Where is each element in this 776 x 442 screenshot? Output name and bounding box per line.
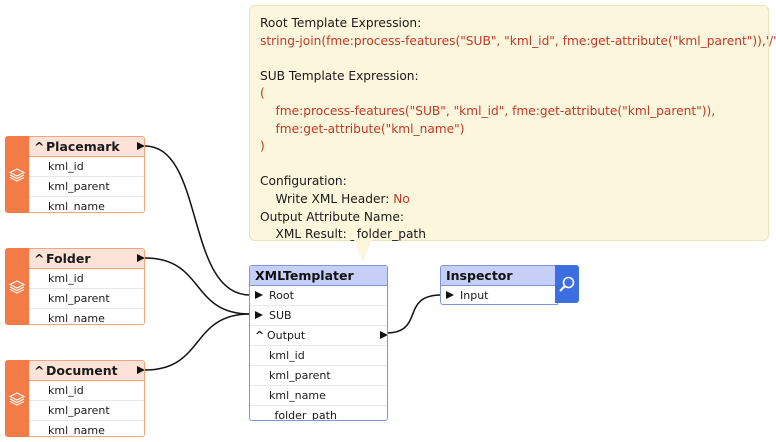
annotation-expression: string-join(fme:process-features("SUB", … [260, 33, 776, 48]
attribute-row: kml_parent [29, 289, 144, 309]
reader-header[interactable]: ^Folder [29, 249, 144, 269]
reader-placemark[interactable]: ^Placemark kml_id kml_parent kml_name [5, 136, 145, 213]
magnifier-icon [559, 276, 575, 292]
layers-icon [9, 279, 25, 294]
annotation-line: Root Template Expression: [260, 15, 758, 33]
reader-title: Folder [46, 251, 91, 266]
annotation-line: string-join(fme:process-features("SUB", … [260, 33, 776, 51]
layers-icon [9, 167, 25, 182]
output-port-arrow-icon[interactable] [137, 142, 144, 150]
wire-folder-to-sub [144, 257, 251, 315]
annotation-text: SUB Template Expression: [260, 68, 419, 83]
output-port[interactable]: ^Output [250, 326, 387, 346]
annotation-line: fme:get-attribute("kml_name") [260, 121, 758, 139]
annotation-text: Root Template Expression: [260, 16, 422, 30]
reader-side-bar [5, 360, 29, 437]
collapse-caret-icon[interactable]: ^ [34, 251, 45, 266]
attribute-row: kml_id [29, 157, 144, 177]
transformer-title[interactable]: Inspector [441, 266, 557, 286]
attribute-row: kml_parent [29, 177, 144, 197]
annotation-line: fme:process-features("SUB", "kml_id", fm… [260, 103, 758, 121]
attribute-row: kml_parent [29, 401, 144, 421]
input-port-arrow-icon [446, 291, 454, 299]
annotation-text: Output Attribute Name: [260, 209, 404, 224]
annotation-line: Output Attribute Name: [260, 209, 758, 227]
input-port-input[interactable]: Input [441, 286, 557, 304]
wire-output-to-inspector [385, 294, 442, 334]
reader-side-bar [5, 248, 29, 325]
annotation-line: ( [260, 85, 758, 103]
attribute-row: kml_name [48, 312, 105, 325]
layers-icon [9, 391, 25, 406]
reader-header[interactable]: ^Document [29, 361, 144, 381]
transformer-title[interactable]: XMLTemplater [250, 266, 387, 286]
attribute-row: kml_name [48, 424, 105, 437]
input-port-arrow-icon [255, 291, 263, 299]
wire-document-to-sub [144, 313, 251, 371]
annotation-text: XML Result: _folder_path [260, 227, 426, 242]
reader-folder[interactable]: ^Folder kml_id kml_parent kml_name [5, 248, 145, 325]
output-port-arrow-icon[interactable] [137, 254, 144, 262]
annotation-line: SUB Template Expression: [260, 68, 758, 86]
annotation-expression: fme:process-features("SUB", "kml_id", fm… [260, 103, 716, 118]
xmltemplater-transformer[interactable]: XMLTemplater Root SUB ^Output kml_id kml… [249, 265, 388, 421]
attribute-row: kml_name [48, 200, 105, 213]
annotation-expression: ) [260, 139, 265, 154]
annotation-box[interactable]: Root Template Expression: string-join(fme… [249, 5, 776, 244]
annotation-expression: fme:get-attribute("kml_name") [260, 121, 465, 136]
attribute-row: kml_id [250, 346, 387, 366]
wire-placemark-to-root [144, 145, 251, 296]
annotation-line: Write XML Header: No [260, 191, 758, 209]
collapse-caret-icon[interactable]: ^ [34, 363, 45, 378]
annotation-line: ) [260, 138, 758, 156]
inspector-icon-panel[interactable] [555, 265, 579, 303]
attribute-row: kml_parent [250, 366, 387, 386]
attribute-row: kml_id [29, 269, 144, 289]
annotation-text: Write XML Header: [260, 191, 394, 206]
annotation-line: Configuration: [260, 173, 758, 191]
attribute-row: kml_id [29, 381, 144, 401]
reader-title: Placemark [46, 139, 120, 154]
attribute-row: kml_name [250, 386, 387, 406]
attribute-row: _folder_path [269, 409, 337, 421]
annotation-tail [354, 240, 372, 262]
annotation-expression: ( [260, 86, 265, 101]
input-port-root[interactable]: Root [250, 286, 387, 306]
reader-side-bar [5, 136, 29, 213]
output-port-arrow-icon[interactable] [137, 366, 144, 374]
collapse-caret-icon[interactable]: ^ [255, 329, 265, 342]
annotation-expression: No [393, 191, 410, 206]
reader-header[interactable]: ^Placemark [29, 137, 144, 157]
input-port-arrow-icon [255, 311, 263, 319]
input-port-sub[interactable]: SUB [250, 306, 387, 326]
inspector-transformer[interactable]: Inspector Input [440, 265, 558, 305]
output-port-arrow-icon[interactable] [380, 331, 387, 339]
annotation-text: Configuration: [260, 174, 347, 189]
reader-title: Document [46, 363, 118, 378]
reader-document[interactable]: ^Document kml_id kml_parent kml_name [5, 360, 145, 437]
collapse-caret-icon[interactable]: ^ [34, 139, 45, 154]
annotation-line: XML Result: _folder_path [260, 226, 758, 244]
